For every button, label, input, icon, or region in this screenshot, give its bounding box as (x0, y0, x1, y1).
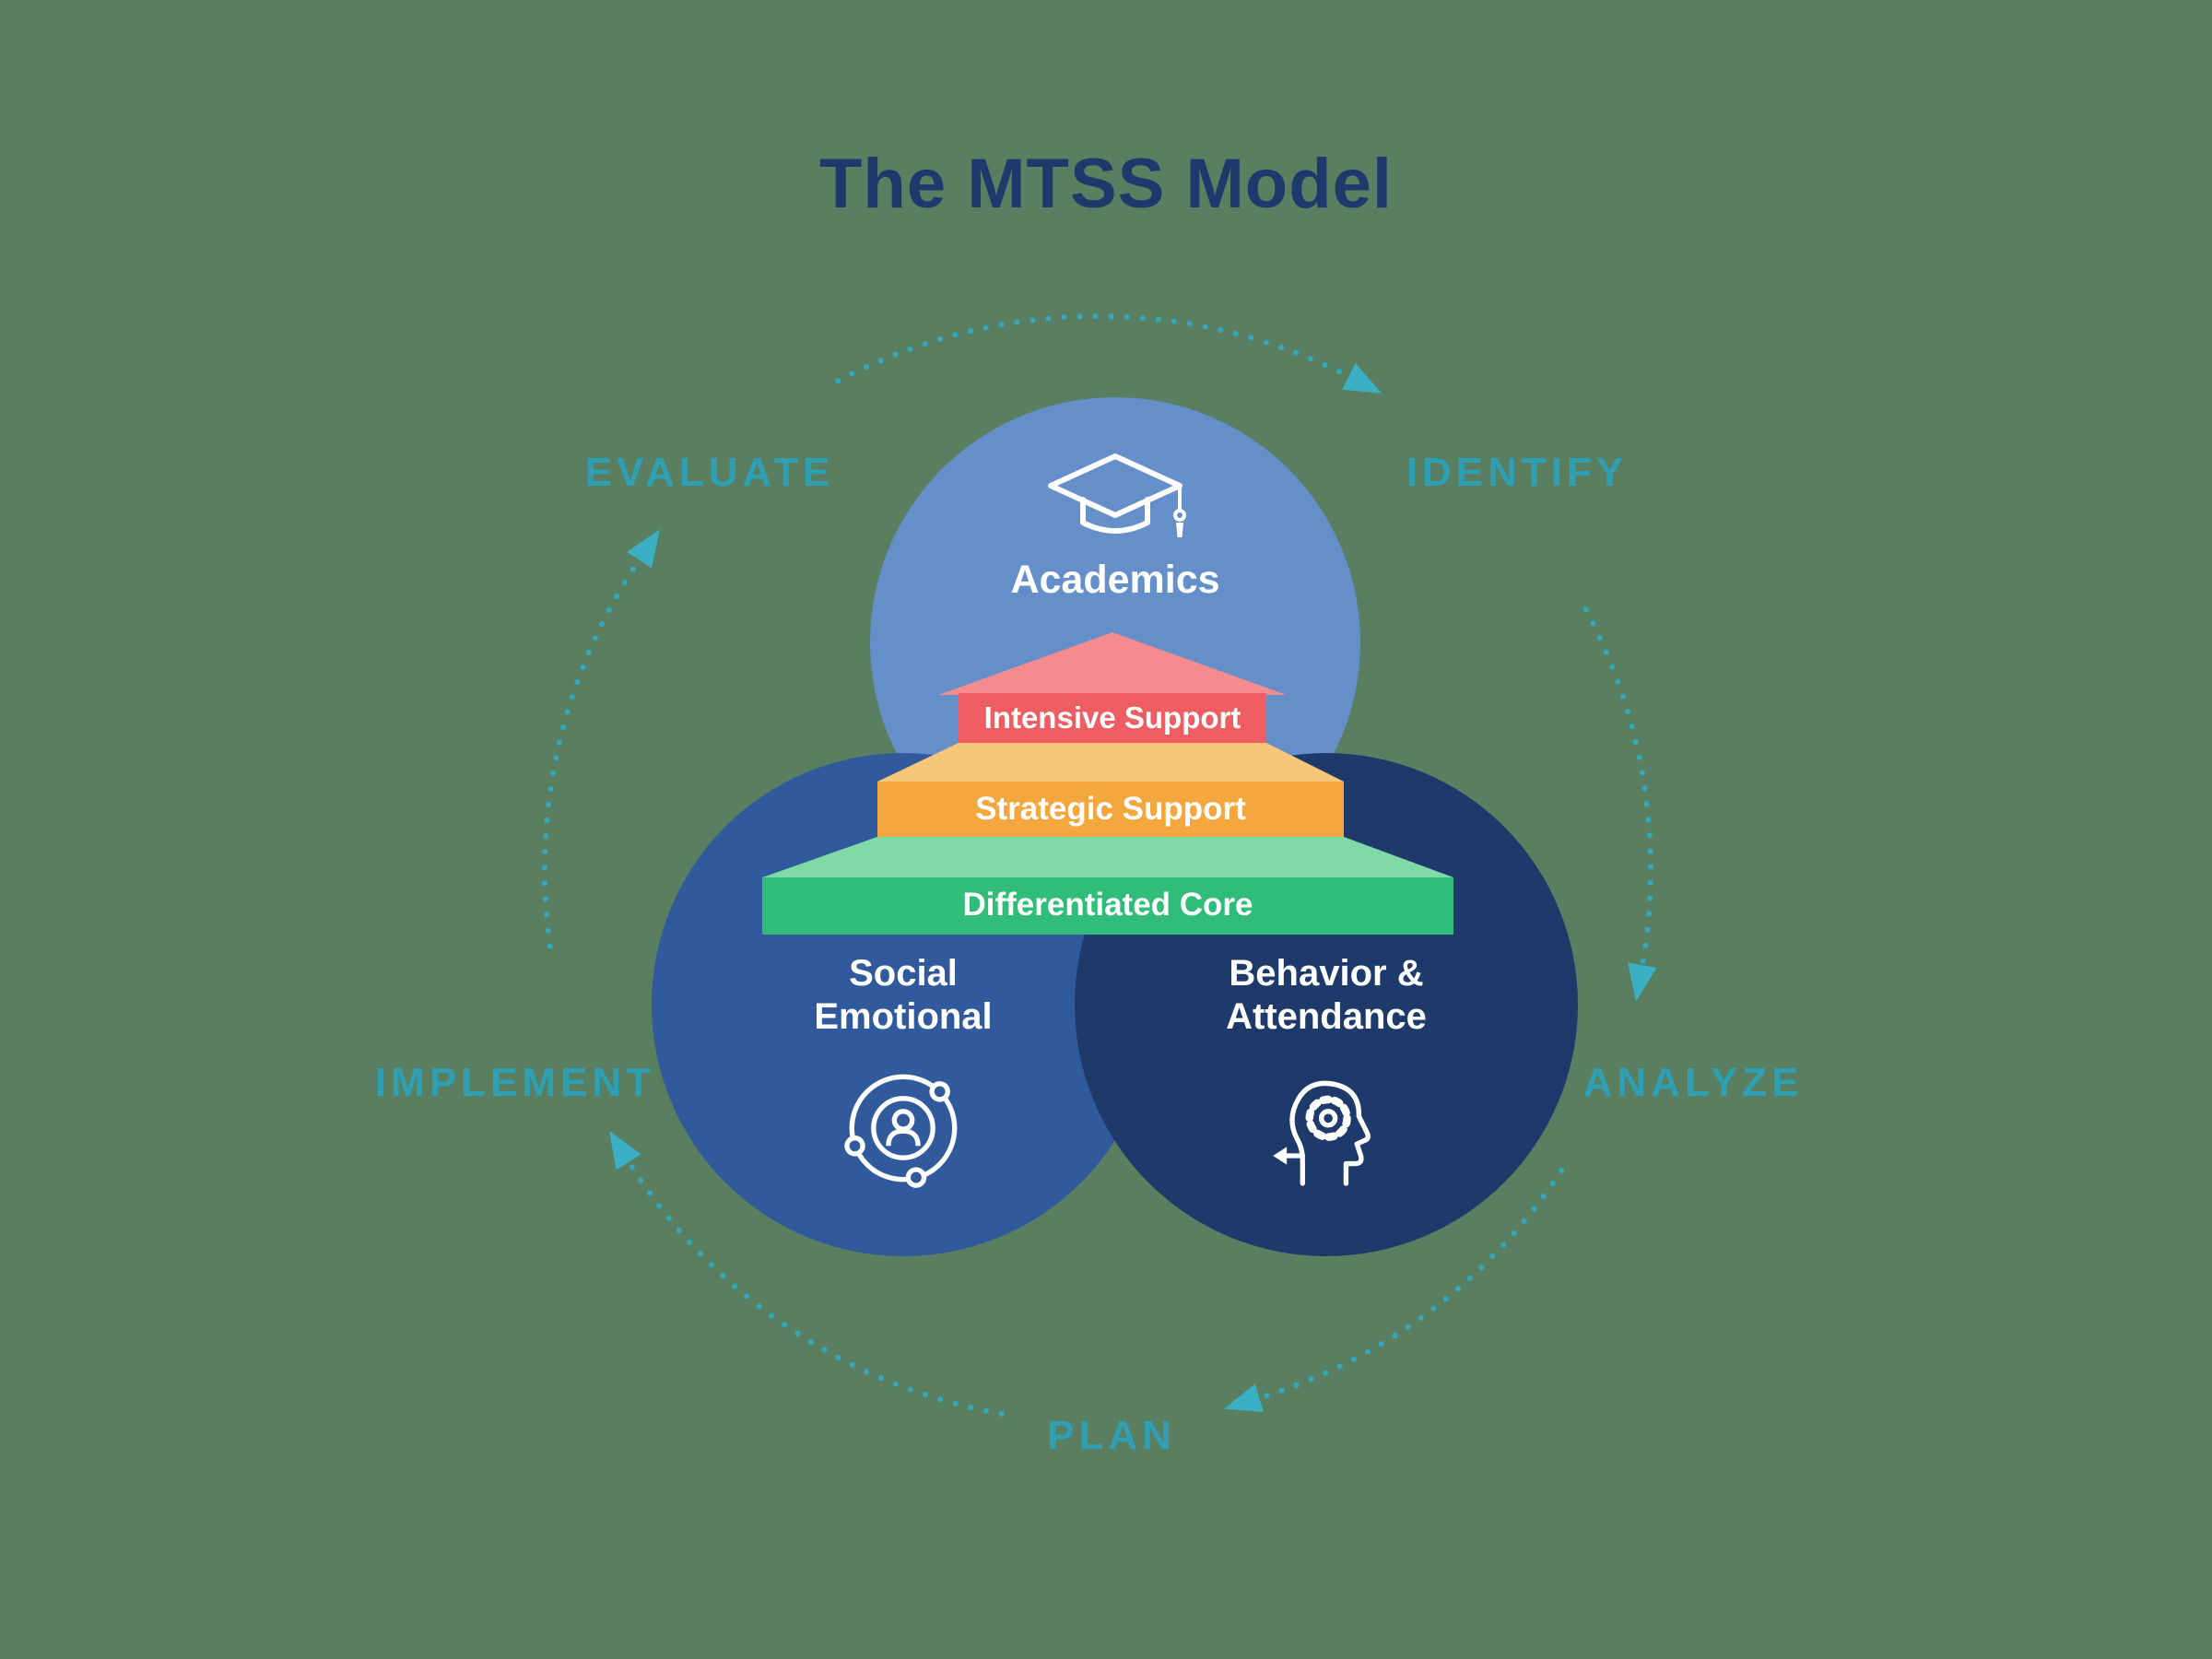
arrowhead-to-plan-icon (1224, 1383, 1265, 1413)
arrowhead-to-evaluate-icon (627, 529, 660, 569)
behavior-arrow-icon (1273, 1147, 1288, 1165)
stage-label-evaluate: EVALUATE (584, 450, 835, 495)
circle-label-behavior-attendance: Behavior & Attendance (1226, 953, 1427, 1038)
arrowhead-to-identify-icon (1342, 363, 1382, 394)
graduation-cap-icon (1048, 453, 1186, 537)
tier-strategic-band (877, 782, 1344, 837)
cycle-arc-implement-to-evaluate (541, 557, 642, 949)
cycle-arc-plan-to-implement (626, 1159, 1005, 1417)
head-gear-icon (1273, 1080, 1371, 1186)
tassel-fringe (1176, 523, 1183, 537)
circle-label-academics: Academics (1010, 558, 1220, 602)
people-network-icon (844, 1074, 958, 1188)
tier-core-top (762, 837, 1453, 877)
tier-intensive-band (959, 693, 1266, 743)
tier-label-differentiated-core: Differentiated Core (962, 887, 1253, 923)
cycle-arc-identify-to-analyze (1583, 606, 1653, 969)
tier-core-band (762, 877, 1453, 935)
cycle-arc-evaluate-to-identify (835, 313, 1352, 384)
tier-label-strategic-support: Strategic Support (975, 791, 1246, 827)
pyramid-roof (938, 632, 1287, 695)
tier-strategic-top (877, 743, 1344, 782)
stage-label-plan: PLAN (1047, 1413, 1176, 1458)
arrowhead-to-analyze-icon (1628, 962, 1657, 1002)
arrowhead-to-implement-icon (609, 1131, 641, 1171)
stage-label-analyze: ANALYZE (1583, 1060, 1804, 1105)
page-title: The MTSS Model (819, 145, 1393, 223)
circle-label-social-emotional: Social Emotional (814, 953, 993, 1038)
stage-label-implement: IMPLEMENT (374, 1060, 656, 1105)
tier-label-intensive-support: Intensive Support (983, 700, 1241, 735)
stage-label-identify: IDENTIFY (1406, 450, 1629, 495)
